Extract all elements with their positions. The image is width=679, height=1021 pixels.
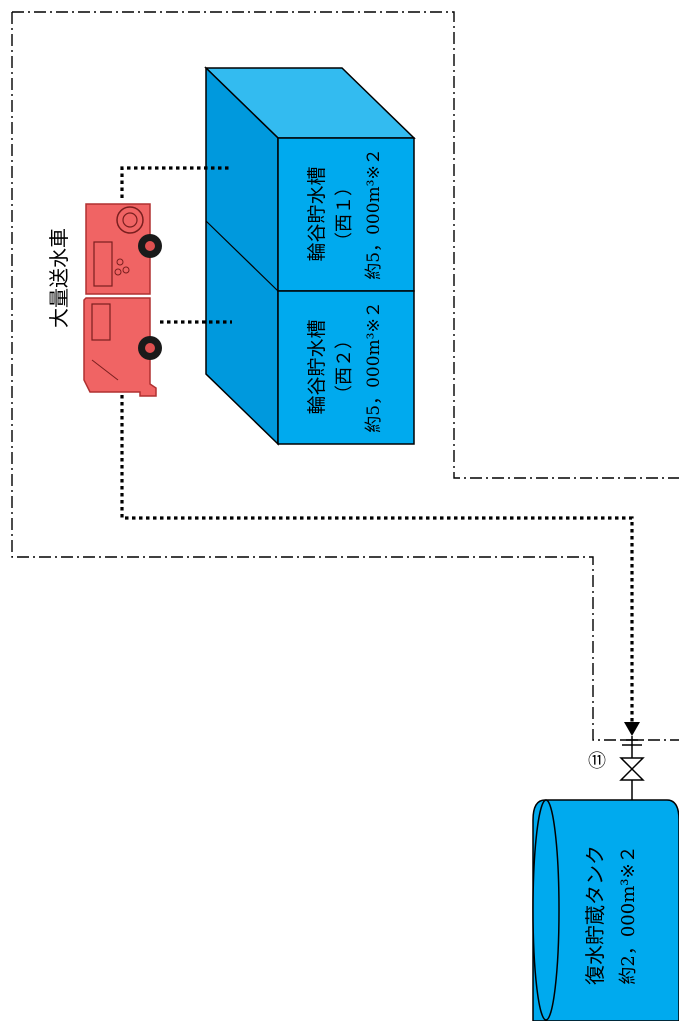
arrow-head: [624, 722, 640, 736]
tank-cylinder-top: [532, 799, 560, 1021]
tank-west2-capacity: 約5，000m³※２: [364, 301, 384, 432]
condensate-tank-name: 復水貯蔵タンク: [583, 845, 607, 985]
truck-wheel-front: [138, 336, 162, 360]
truck-door-line: [91, 359, 119, 381]
truck-rear-body: [85, 203, 151, 295]
hose-truck-to-valve: [120, 395, 634, 722]
truck-panel: [93, 241, 113, 287]
valve-body: [619, 757, 645, 781]
water-supply-truck: 大量送水車: [47, 203, 162, 397]
truck-wheel-rear: [138, 234, 162, 258]
boundary-lines: [11, 11, 679, 741]
truck-gauge-1: [116, 258, 124, 266]
tank-side-divider: [205, 220, 279, 292]
truck-gauge-2: [122, 266, 130, 274]
truck-hose-reel: [116, 206, 144, 234]
tank-west2-face: [277, 290, 415, 445]
water-tank-block: 輪谷貯水槽 （西１） 約5，000m³※２ 輪谷貯水槽 （西２） 約5，000m…: [204, 66, 416, 446]
valve-number: ⑪: [588, 751, 606, 772]
tank-west2-name: 輪谷貯水槽: [306, 319, 328, 414]
condensate-storage-tank: 復水貯蔵タンク 約2，000m³※２: [532, 799, 679, 1021]
hose-lines: [120, 166, 634, 722]
truck-gauge-3: [114, 268, 122, 276]
tank-west1-capacity: 約5，000m³※２: [364, 148, 384, 279]
condensate-tank-capacity: 約2，000m³※２: [618, 845, 639, 984]
hose-truck-to-west1: [120, 166, 232, 198]
tank-west2-sub: （西２）: [334, 331, 355, 403]
truck-hose-reel-inner: [122, 212, 138, 228]
boundary-lower: [11, 12, 679, 741]
boundary-outer: [12, 11, 679, 479]
tank-west1-sub: （西１）: [334, 178, 355, 250]
truck-window: [91, 303, 111, 341]
tank-west1-face: [277, 137, 415, 292]
tank-cylinder-body: [532, 799, 679, 1021]
truck-label: 大量送水車: [47, 228, 71, 328]
tank-west1-name: 輪谷貯水槽: [306, 166, 328, 261]
valve-assembly: [619, 736, 645, 800]
